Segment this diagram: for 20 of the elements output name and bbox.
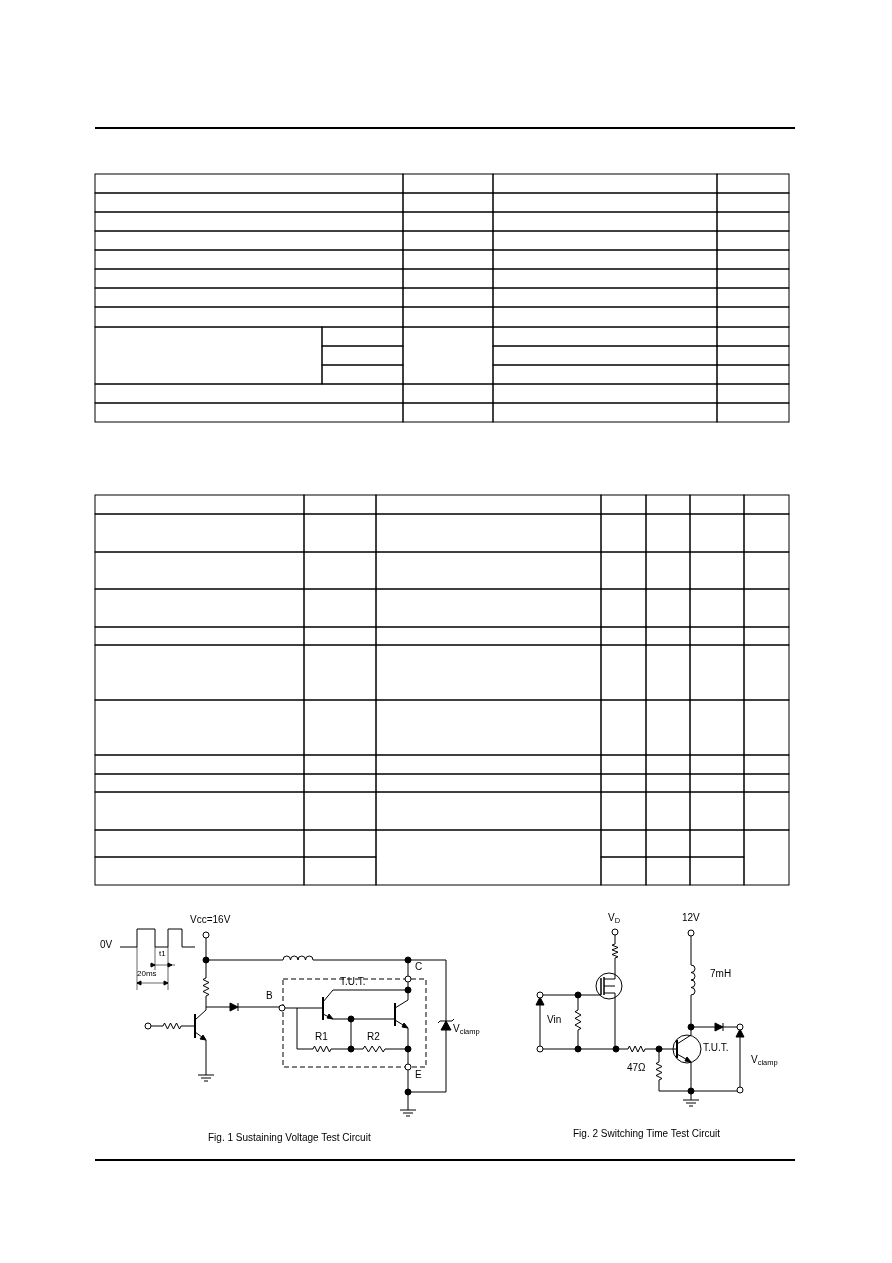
voltage-label: 0V: [100, 940, 113, 950]
dimension-label: 20ms: [137, 970, 157, 978]
voltage-label: 12V: [682, 913, 700, 923]
figure-caption: Fig. 1 Sustaining Voltage Test Circuit: [208, 1133, 371, 1143]
voltage-label: V$_{D}$: [608, 913, 621, 923]
component-label: R2: [367, 1032, 380, 1042]
terminal-label: C: [415, 962, 423, 972]
figure-caption: Fig. 2 Switching Time Test Circuit: [573, 1129, 721, 1139]
component-label: 47Ω: [627, 1063, 646, 1073]
component-label: 7mH: [710, 969, 732, 979]
voltage-label: Vin: [547, 1015, 562, 1025]
voltage-label: V$_{clamp}$: [453, 1024, 480, 1034]
dimension-label: t1: [159, 950, 166, 958]
terminal-label: E: [415, 1070, 422, 1080]
component-label: R1: [315, 1032, 328, 1042]
component-label: T.U.T.: [703, 1043, 729, 1053]
terminal-label: B: [266, 991, 273, 1001]
voltage-label: Vcc=16V: [190, 915, 231, 925]
component-label: T.U.T.: [340, 977, 366, 987]
voltage-label: V$_{clamp}$: [751, 1055, 778, 1065]
